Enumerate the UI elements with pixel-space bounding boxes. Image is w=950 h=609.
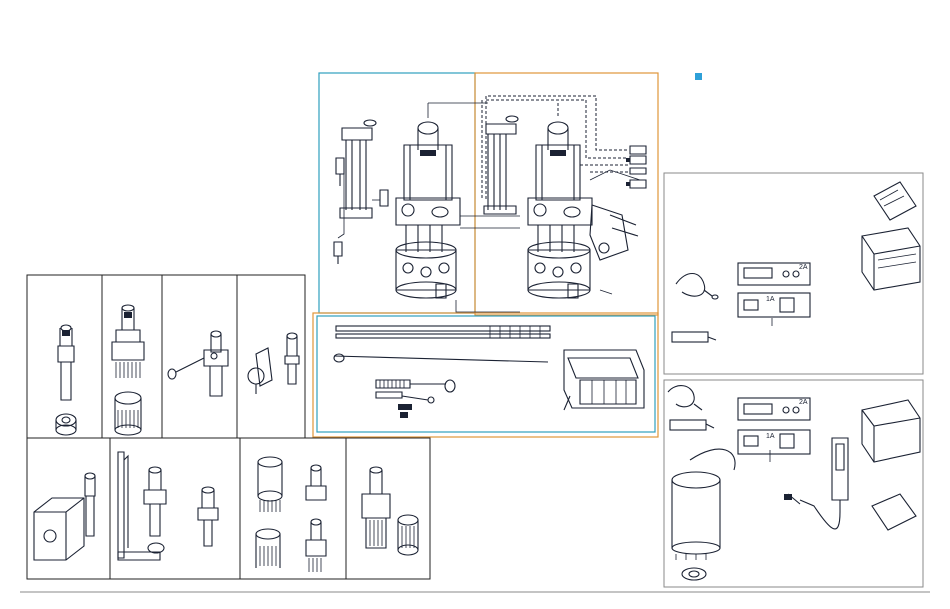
part-fitting-set — [256, 457, 326, 572]
part-rod-assembly — [118, 452, 218, 560]
accent-square-icon — [695, 73, 702, 80]
parts-grid-top — [27, 275, 305, 438]
device-label-2a-bottom: 2A — [799, 399, 808, 406]
part-cube-block — [34, 473, 95, 560]
device-label-1a-bottom: 1A — [766, 433, 775, 440]
part-fitting-a — [56, 325, 76, 435]
parts-grid-bottom — [27, 438, 430, 579]
device-label-2a-top: 2A — [799, 264, 808, 271]
part-holder-with-knob — [168, 331, 228, 396]
accessory-kit — [334, 326, 644, 418]
device-label-1a-top: 1A — [766, 296, 775, 303]
right-analyzer-unit — [482, 96, 646, 298]
kit-panel-top: 2A 1A — [664, 173, 923, 374]
part-sensor-cap — [362, 467, 418, 555]
orange-frame — [475, 73, 658, 315]
part-threaded-fitting — [112, 305, 144, 435]
teal-frame-lower — [317, 316, 655, 432]
orange-frame-lower — [313, 313, 658, 437]
kit-panel-bottom: 2A 1A — [664, 380, 923, 587]
part-disc-and-fitting — [248, 333, 299, 394]
